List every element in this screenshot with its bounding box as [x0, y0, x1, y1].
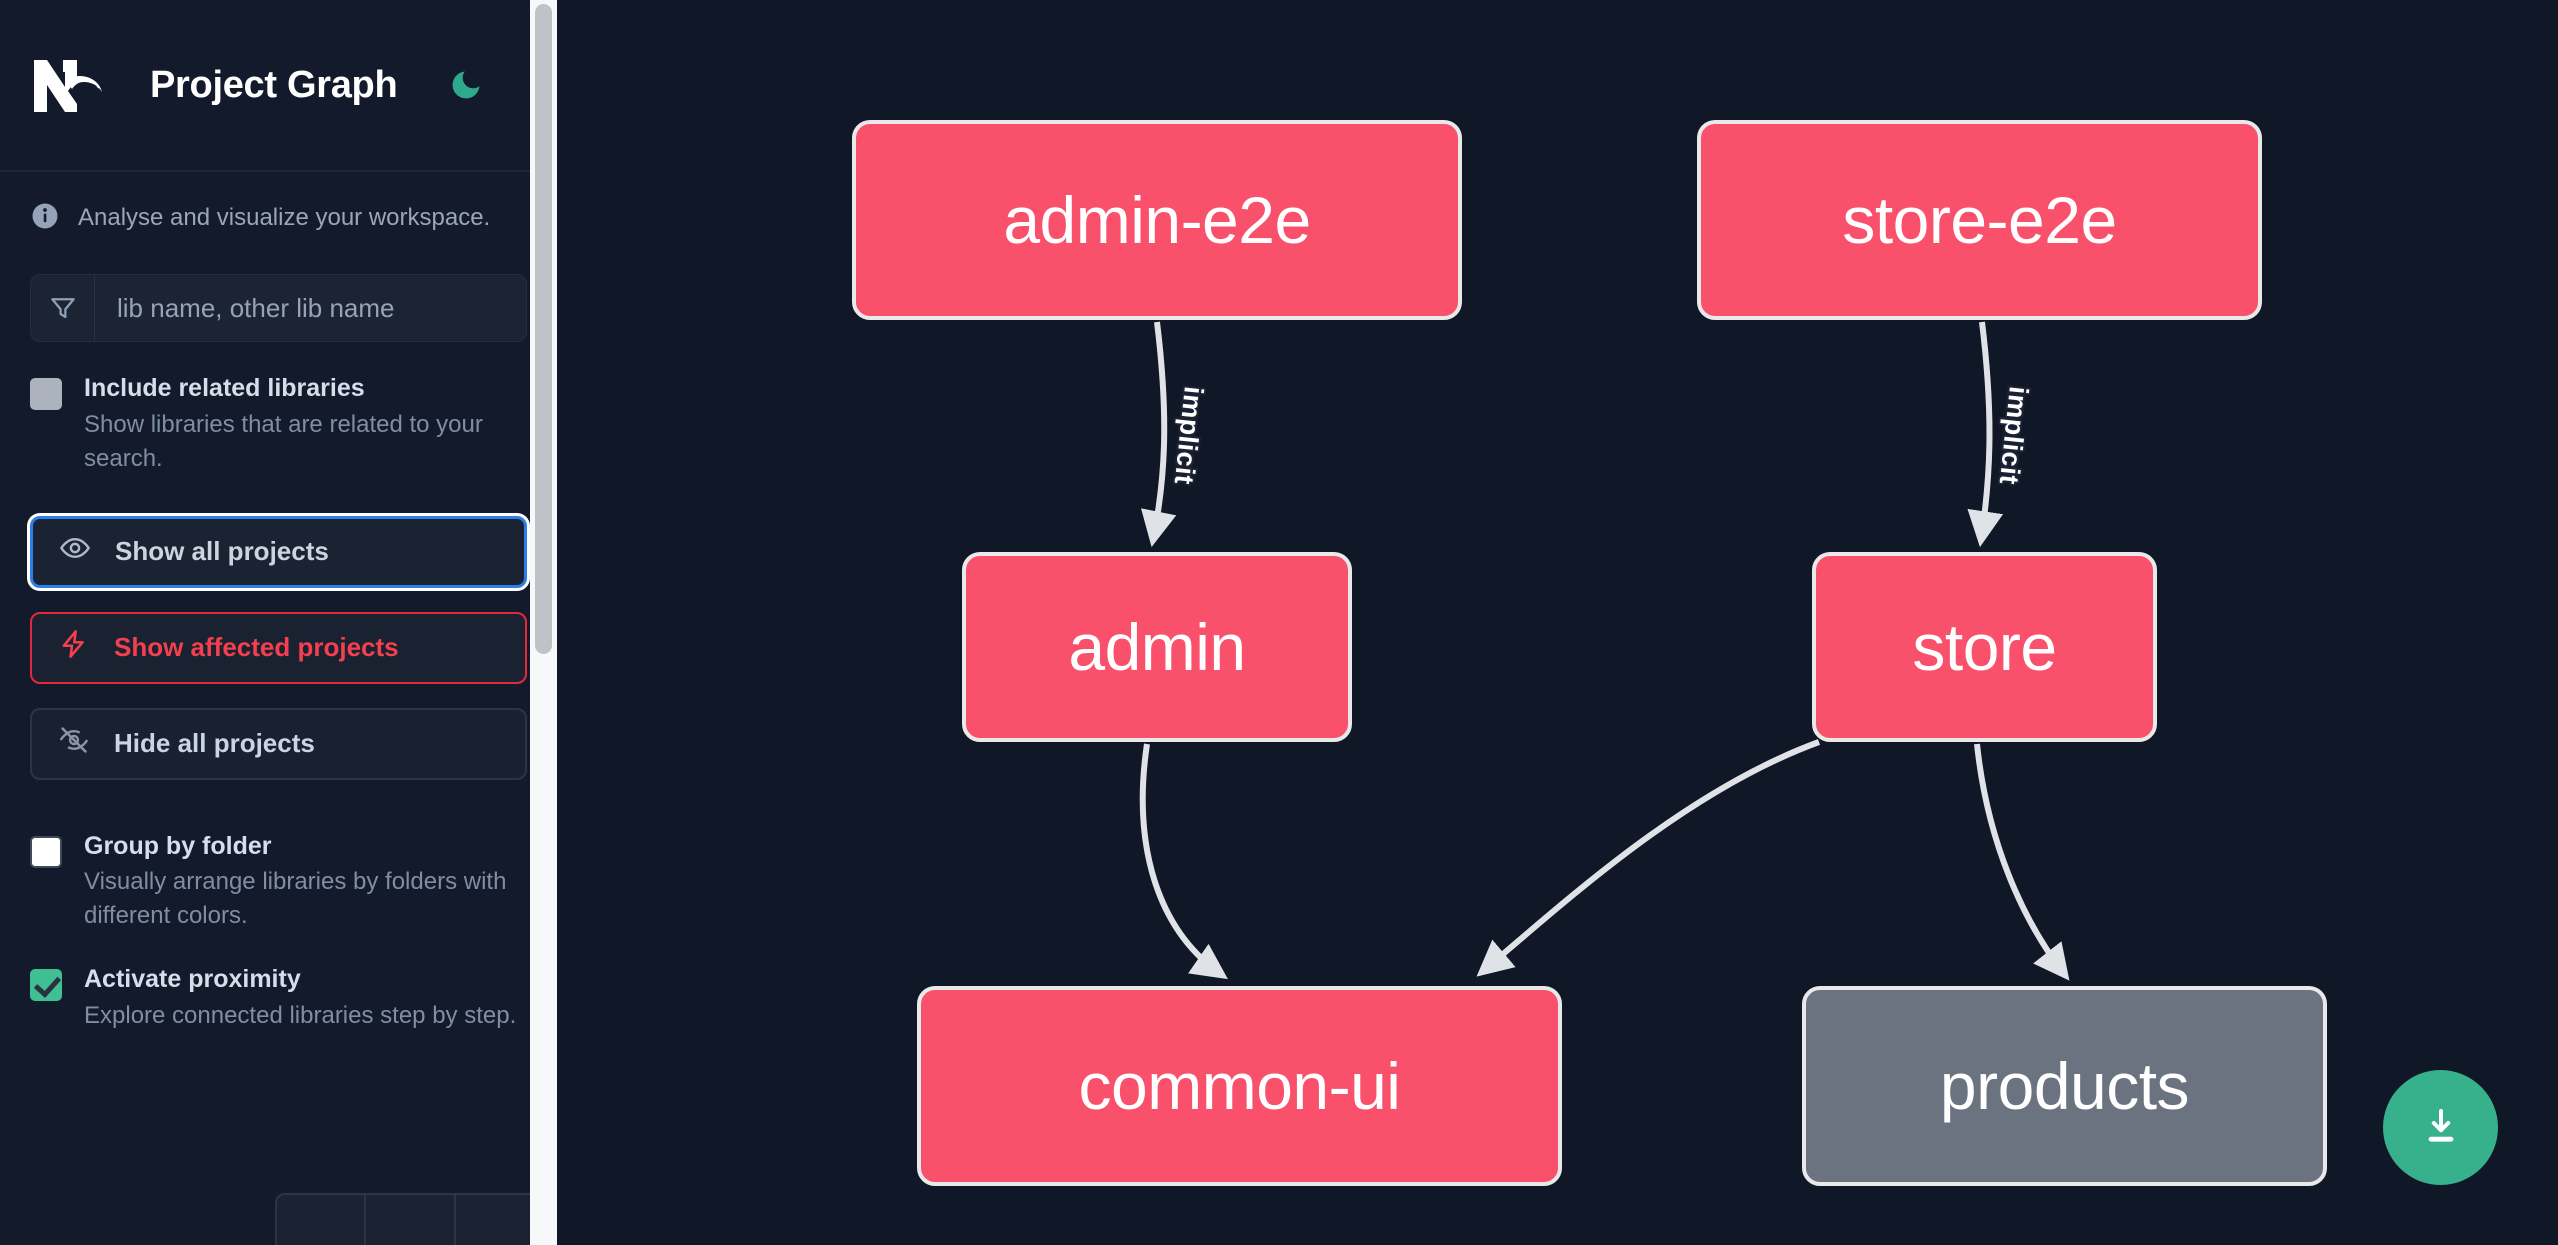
- proximity-step-option[interactable]: [277, 1195, 367, 1245]
- grouping-options: Group by folder Visually arrange librari…: [30, 800, 527, 1033]
- moon-icon[interactable]: [445, 64, 487, 106]
- option-activate-proximity[interactable]: Activate proximity Explore connected lib…: [30, 933, 527, 1033]
- graph-node-label: common-ui: [1078, 1049, 1401, 1123]
- graph-node-products[interactable]: products: [1802, 986, 2327, 1186]
- graph-node-common-ui[interactable]: common-ui: [917, 986, 1562, 1186]
- action-button-group: Show all projects Show affected projects: [30, 515, 527, 780]
- sidebar: Project Graph Analyse and visualize your…: [0, 0, 557, 1245]
- download-icon[interactable]: [2383, 1070, 2498, 1185]
- filter-search-box[interactable]: [30, 274, 527, 342]
- graph-node-admin-e2e[interactable]: admin-e2e: [852, 120, 1462, 320]
- eye-off-icon: [58, 724, 90, 763]
- hide-all-projects-button[interactable]: Hide all projects: [30, 707, 527, 780]
- tagline-text: Analyse and visualize your workspace.: [78, 204, 491, 231]
- button-label: Show affected projects: [114, 632, 399, 663]
- proximity-step-button-group[interactable]: [275, 1193, 545, 1245]
- option-include-related-libraries[interactable]: Include related libraries Show libraries…: [30, 342, 527, 476]
- edge-store-e2e-to-store: [1967, 321, 2004, 548]
- checkbox-include-related-libraries[interactable]: [30, 378, 62, 410]
- proximity-step-option[interactable]: [366, 1195, 456, 1245]
- checkbox-activate-proximity[interactable]: [30, 969, 62, 1002]
- lightning-bolt-icon: [58, 628, 90, 667]
- option-description: Show libraries that are related to your …: [84, 410, 483, 472]
- option-title: Group by folder: [84, 831, 272, 860]
- sidebar-header: Project Graph: [0, 0, 557, 172]
- button-label: Show all projects: [115, 536, 329, 567]
- option-title: Include related libraries: [84, 374, 365, 402]
- nx-logo-icon: [30, 54, 118, 116]
- graph-node-label: admin: [1068, 610, 1246, 684]
- graph-node-label: store: [1912, 610, 2057, 684]
- eye-icon: [59, 532, 91, 571]
- checkbox-group-by-folder[interactable]: [30, 835, 62, 868]
- graph-node-label: store-e2e: [1842, 183, 2117, 257]
- graph-node-label: products: [1939, 1049, 2190, 1123]
- graph-node-label: admin-e2e: [1003, 183, 1311, 257]
- show-affected-projects-button[interactable]: Show affected projects: [30, 611, 527, 684]
- graph-edges: [1139, 321, 2070, 981]
- edge-store-to-products: [1974, 743, 2070, 981]
- sidebar-scrollbar-thumb[interactable]: [535, 4, 552, 654]
- graph-node-store-e2e[interactable]: store-e2e: [1697, 120, 2262, 320]
- graph-canvas[interactable]: admin-e2e store-e2e admin store common-ui pro…: [557, 0, 2558, 1245]
- show-all-projects-button[interactable]: Show all projects: [30, 515, 527, 588]
- edge-admin-e2e-to-admin: [1140, 321, 1177, 548]
- option-description: Visually arrange libraries by folders wi…: [84, 868, 507, 930]
- graph-node-store[interactable]: store: [1812, 552, 2157, 742]
- edge-store-to-common-ui: [1476, 739, 1821, 977]
- edge-admin-to-common-ui: [1139, 743, 1228, 980]
- button-label: Hide all projects: [114, 728, 315, 759]
- option-description: Explore connected libraries step by step…: [84, 1001, 517, 1029]
- info-icon: [30, 201, 60, 236]
- option-group-by-folder[interactable]: Group by folder Visually arrange librari…: [30, 800, 527, 934]
- funnel-filter-icon: [31, 275, 95, 341]
- tagline-row: Analyse and visualize your workspace.: [30, 172, 527, 264]
- search-input[interactable]: [95, 275, 526, 341]
- option-title: Activate proximity: [84, 965, 301, 994]
- page-title: Project Graph: [150, 63, 398, 106]
- sidebar-body: Analyse and visualize your workspace. In…: [0, 172, 557, 1033]
- graph-node-admin[interactable]: admin: [962, 552, 1352, 742]
- sidebar-scrollbar[interactable]: [530, 0, 557, 1245]
